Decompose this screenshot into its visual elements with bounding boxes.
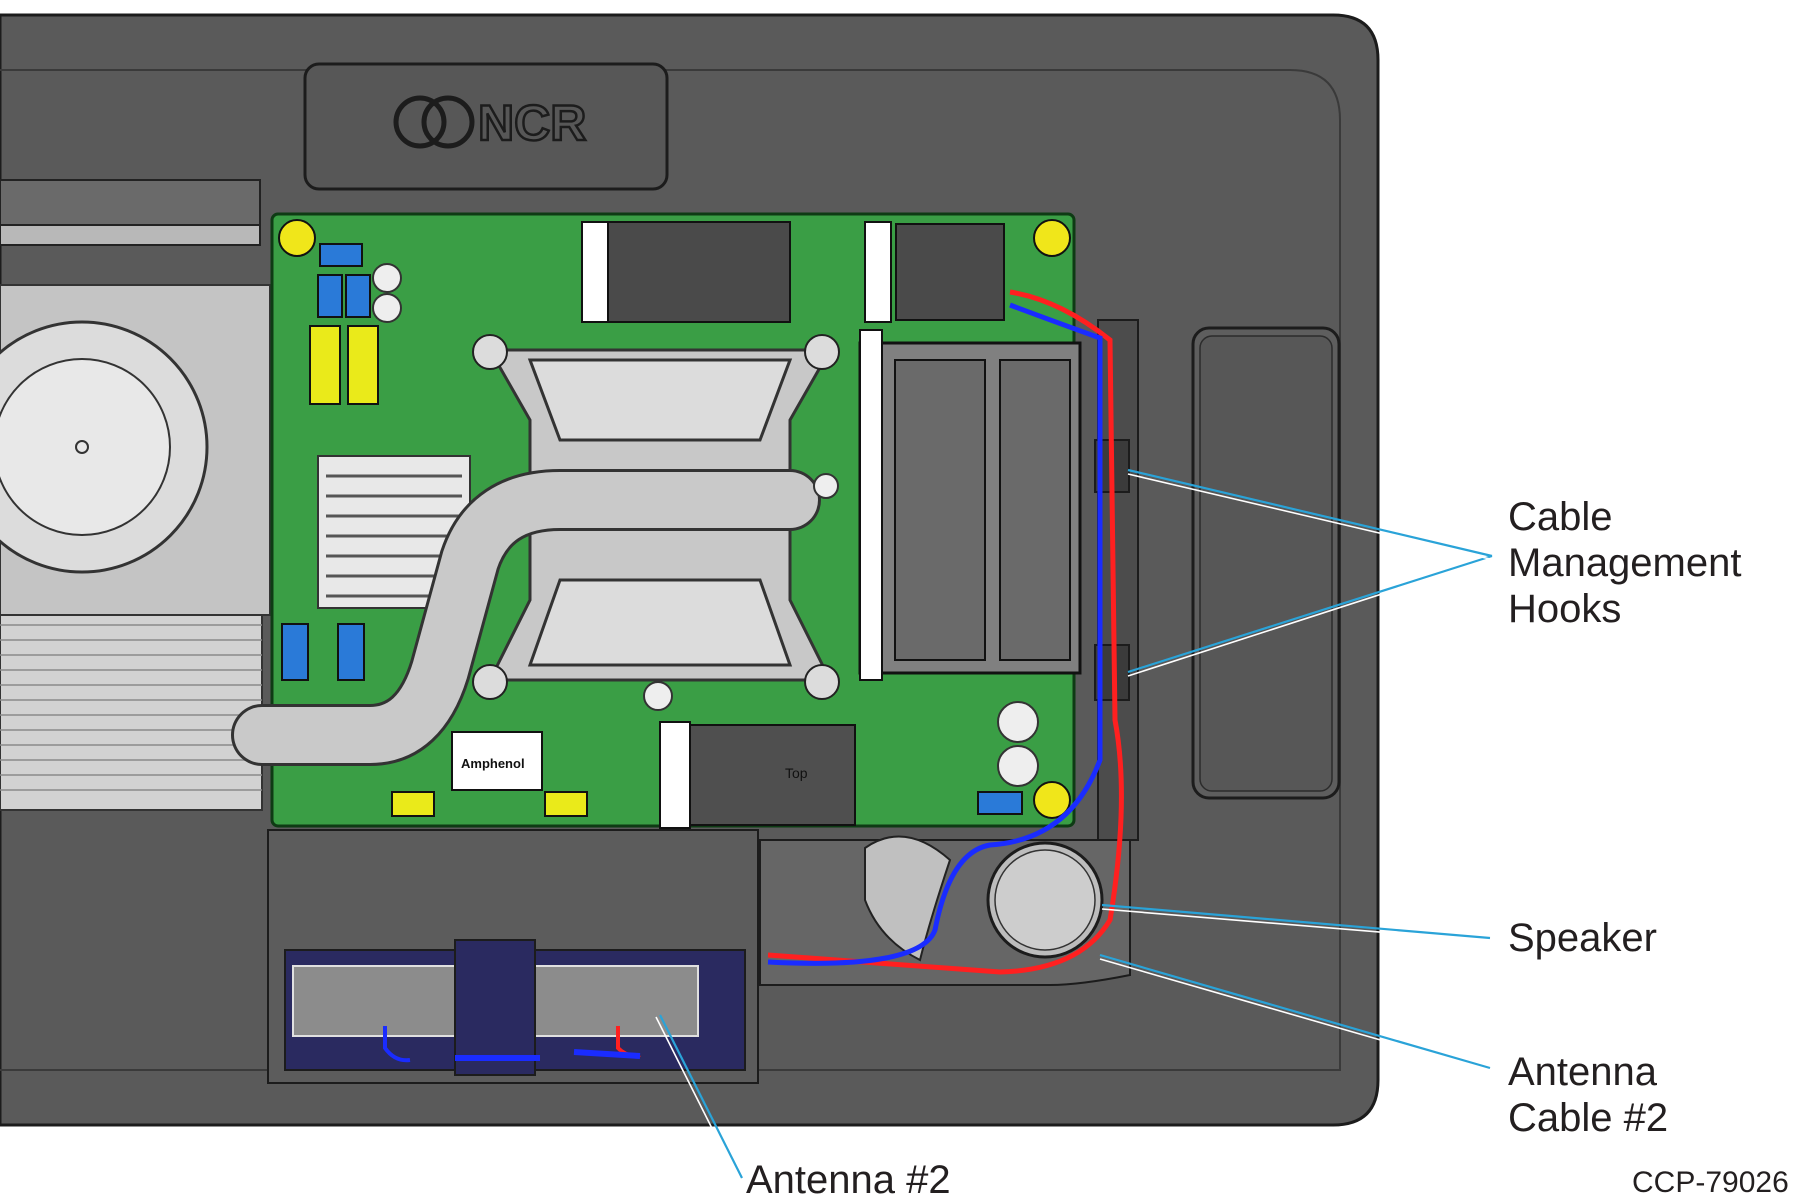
memory-module-2 [895, 223, 1005, 321]
yellow-connectors [309, 325, 588, 817]
ncr-logo-icon [393, 95, 475, 149]
antenna-cable-red [767, 289, 1124, 975]
speaker-bracket [864, 835, 952, 962]
antenna-1-lead [383, 1026, 411, 1063]
amphenol-label: Amphenol [461, 756, 525, 771]
ram-slot-latch [859, 329, 883, 681]
label-speaker: Speaker [1508, 916, 1657, 960]
leader-hooks-upper [1127, 468, 1493, 558]
memory-module-1 [607, 221, 791, 323]
leader-speaker [1101, 903, 1491, 940]
top-strip-rail [0, 224, 261, 246]
heatsink-fins [0, 614, 263, 811]
antenna-1 [292, 965, 464, 1037]
antenna-2 [525, 965, 699, 1037]
antenna-cable-blue [767, 302, 1103, 966]
figure-code: CCP-79026 [1632, 1166, 1789, 1199]
antenna-clip [454, 939, 536, 1076]
blue-headers [281, 243, 1023, 815]
cpu-screw-icons [472, 334, 840, 700]
ssd-module [689, 724, 856, 826]
logo-tab [303, 62, 669, 191]
leader-hooks-lower [1127, 554, 1493, 674]
leader-lines [659, 468, 1493, 1179]
fin-lines [0, 624, 262, 791]
label-cable-management-hooks: Cable Management Hooks [1508, 495, 1742, 631]
label-antenna: Antenna #2 [746, 1158, 951, 1202]
capacitor-icons [372, 263, 1039, 787]
mounting-screw-icons [278, 219, 1071, 819]
leader-antenna-cable [1099, 953, 1491, 1070]
housing-inner-rim [0, 69, 1341, 1071]
ssd-top-mark: Top [785, 765, 808, 781]
amphenol-connector [451, 731, 543, 791]
label-antenna-cable: Antenna Cable #2 [1508, 1050, 1669, 1140]
slot-connector-1 [581, 221, 609, 323]
slot-connector-2 [864, 221, 892, 323]
leader-antenna [659, 1014, 743, 1179]
ncr-logo-text: NCR [478, 95, 586, 151]
